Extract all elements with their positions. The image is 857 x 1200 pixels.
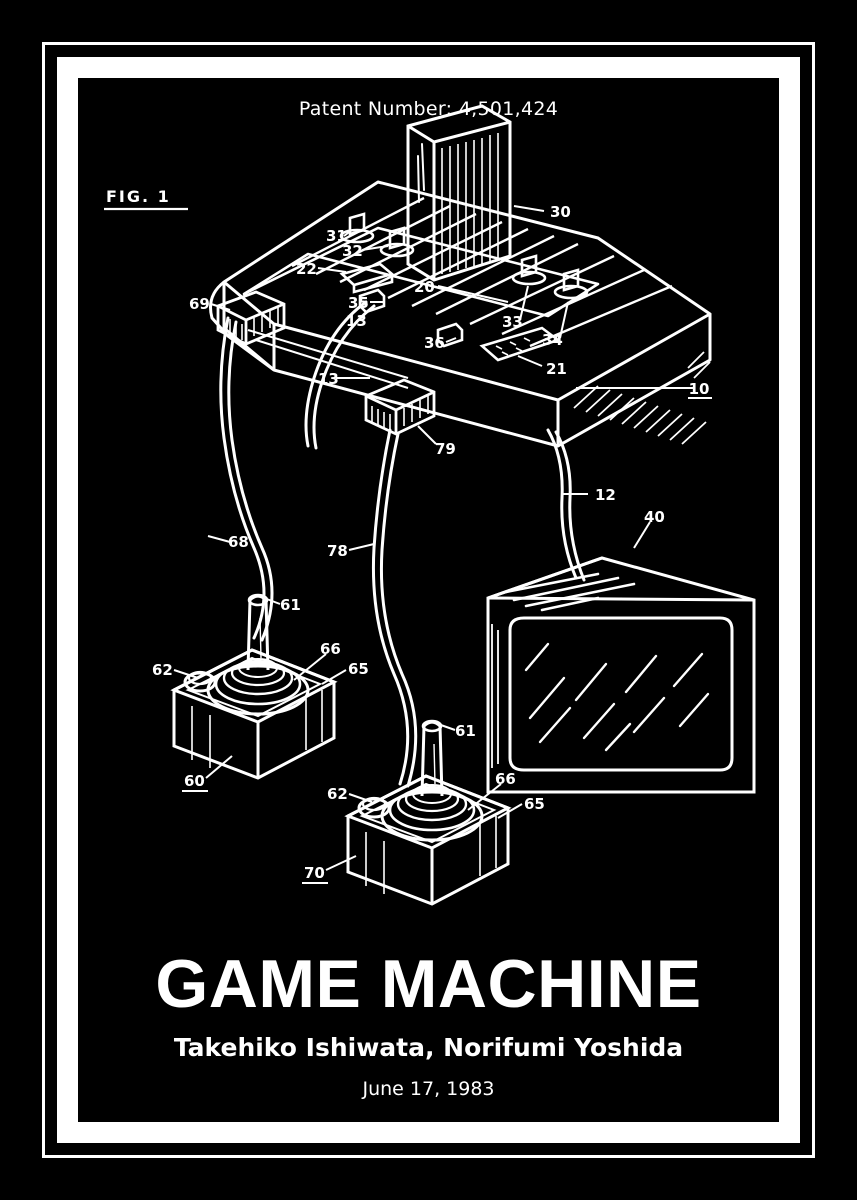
ref-13a: 13 — [318, 370, 339, 388]
ref-33: 33 — [502, 313, 523, 331]
poster-footer: GAME MACHINE Takehiko Ishiwata, Norifumi… — [78, 950, 779, 1100]
patent-drawing-svg: FIG. 1 — [104, 104, 756, 906]
ref-69: 69 — [189, 295, 210, 313]
television — [486, 556, 756, 794]
ref-34: 34 — [542, 331, 563, 349]
console-illustration — [209, 180, 712, 448]
patent-drawing: FIG. 1 — [78, 78, 779, 1122]
ref-65a: 65 — [348, 660, 369, 678]
ref-66a: 66 — [320, 640, 341, 658]
inventors-text: Takehiko Ishiwata, Norifumi Yoshida — [173, 1032, 684, 1062]
plug-69 — [216, 290, 286, 346]
ref-79: 79 — [435, 440, 456, 458]
ref-61b: 61 — [455, 722, 476, 740]
figure-label: FIG. 1 — [104, 187, 188, 211]
ref-30: 30 — [550, 203, 571, 221]
ref-61a: 61 — [280, 596, 301, 614]
page-title: GAME MACHINE — [155, 945, 702, 1022]
ref-62a: 62 — [152, 661, 173, 679]
ref-65b: 65 — [524, 795, 545, 813]
ref-66b: 66 — [495, 770, 516, 788]
patent-number-text: Patent Number: 4,501,424 — [298, 98, 559, 120]
ref-31: 31 — [326, 227, 347, 245]
ref-32: 32 — [342, 242, 363, 260]
ref-60: 60 — [184, 772, 205, 790]
ref-10: 10 — [689, 380, 710, 398]
ref-78: 78 — [327, 542, 348, 560]
ref-40: 40 — [644, 508, 665, 526]
leader-lines — [173, 205, 694, 871]
poster-content-area: Patent Number: 4,501,424 — [78, 78, 779, 1122]
controller-left — [172, 593, 336, 780]
ref-22: 22 — [296, 260, 317, 278]
ref-20: 20 — [414, 278, 435, 296]
ref-13b: 13 — [346, 312, 367, 330]
reference-numerals: 10 12 13 13 20 21 22 30 31 32 33 34 35 3… — [152, 203, 712, 884]
cables — [219, 300, 586, 788]
ref-12: 12 — [595, 486, 616, 504]
cartridge — [406, 104, 512, 282]
patent-date-text: June 17, 1983 — [362, 1078, 495, 1101]
ref-21: 21 — [546, 360, 567, 378]
ref-35: 35 — [348, 294, 369, 312]
console-controls — [339, 212, 589, 362]
svg-text:FIG. 1: FIG. 1 — [106, 187, 171, 206]
ref-68: 68 — [228, 533, 249, 551]
ref-70: 70 — [304, 864, 325, 882]
controller-right — [346, 719, 510, 906]
plug-79 — [364, 378, 436, 436]
ref-36: 36 — [424, 334, 445, 352]
ref-62b: 62 — [327, 785, 348, 803]
